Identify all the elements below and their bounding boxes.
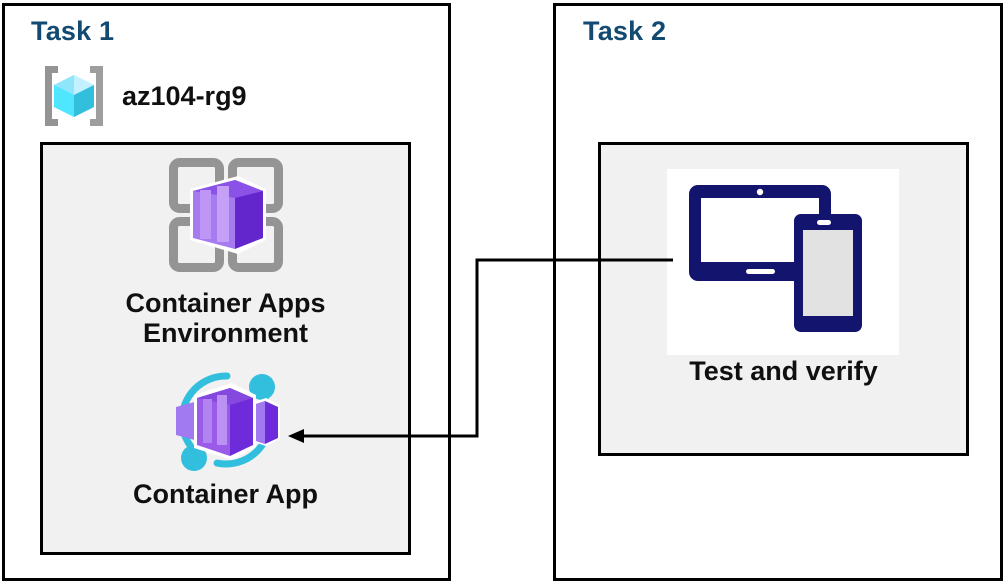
test-and-verify-label: Test and verify xyxy=(689,356,878,386)
node-container-apps-environment[interactable]: Container Apps Environment xyxy=(40,148,411,348)
task-1-title: Task 1 xyxy=(31,16,115,46)
node-test-and-verify[interactable]: Test and verify xyxy=(598,169,969,386)
container-app-icon xyxy=(152,365,300,475)
container-apps-environment-label: Container Apps Environment xyxy=(125,288,326,349)
resource-group-row: az104-rg9 xyxy=(36,58,316,134)
container-app-label: Container App xyxy=(133,479,318,509)
resource-group-label: az104-rg9 xyxy=(122,80,247,111)
resource-group-icon xyxy=(36,58,112,134)
container-apps-environment-icon xyxy=(159,148,293,282)
node-container-app[interactable]: Container App xyxy=(40,365,411,509)
task-2-title: Task 2 xyxy=(583,16,667,46)
devices-icon xyxy=(684,169,884,332)
